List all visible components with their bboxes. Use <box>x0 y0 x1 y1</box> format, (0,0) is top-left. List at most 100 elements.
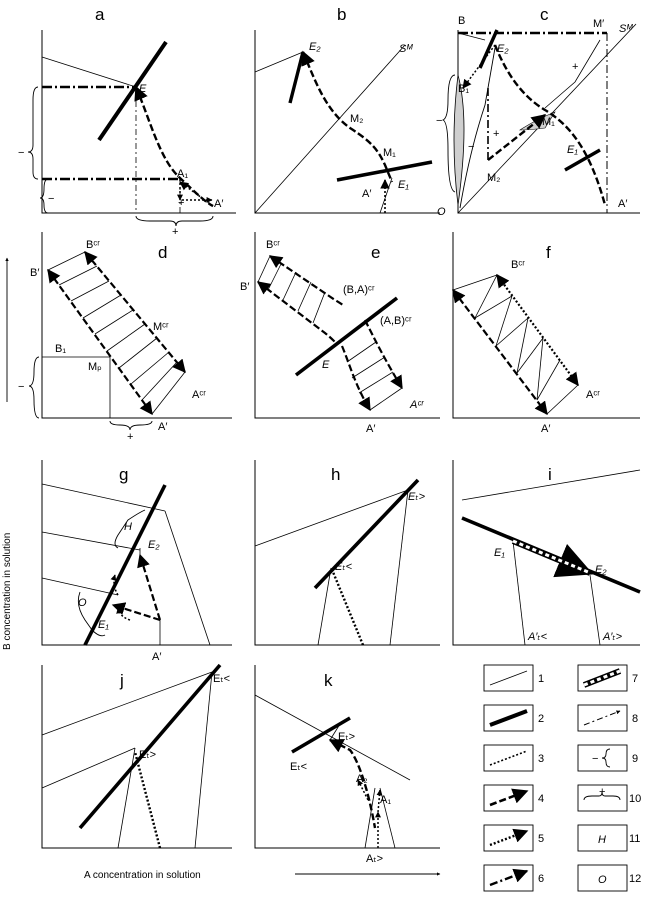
label-f-Ap: A′ <box>541 423 550 435</box>
label-k-A2: A₂ <box>356 773 368 785</box>
label-e-ABcr: (A,B)ᶜʳ <box>380 315 412 327</box>
panel-j-letter: j <box>119 671 124 690</box>
label-d-Ap: A′ <box>158 421 167 433</box>
legend-box-9 <box>577 744 628 772</box>
legend-num-12: 12 <box>629 873 641 885</box>
legend-sym-12: O <box>598 874 607 886</box>
legend-num-3: 3 <box>538 753 544 765</box>
label-e-BAcr: (B,A)ᶜʳ <box>343 284 375 296</box>
y-axis-label: B concentration in solution <box>2 533 13 650</box>
path-a <box>134 85 214 208</box>
legend-box-7 <box>577 664 628 692</box>
legend-box-2 <box>483 704 534 732</box>
label-e-Bp: B′ <box>240 281 249 293</box>
label-c-B: B <box>458 15 465 27</box>
label-c-Mp: M′ <box>593 18 604 30</box>
panel-b-letter: b <box>337 5 346 24</box>
legend-box-10 <box>577 784 628 812</box>
legend-num-7: 7 <box>632 673 638 685</box>
tie-lines-f <box>474 274 561 401</box>
label-b-M1: M₁ <box>383 147 396 159</box>
legend-num-1: 1 <box>538 673 544 685</box>
label-d-Mcr: Mᶜʳ <box>153 321 169 333</box>
label-h-ETl: Eₜ< <box>335 561 353 573</box>
legend-box-6 <box>483 864 534 892</box>
label-c-B1: B₁ <box>458 83 469 95</box>
label-d-B1: B₁ <box>55 343 66 355</box>
label-g-H: H <box>124 521 132 533</box>
axes-g <box>41 460 232 646</box>
panel-i <box>452 460 641 646</box>
panel-f <box>452 232 640 419</box>
panel-b <box>254 30 440 214</box>
axes-j <box>41 665 232 849</box>
legend-sym-11: H <box>598 834 606 846</box>
label-c-O: O <box>437 206 446 218</box>
label-d-Bcr: Bᶜʳ <box>86 239 100 251</box>
label-d-plus: + <box>127 431 133 443</box>
label-a-A1: A₁ <box>177 168 188 180</box>
sm-line-b <box>254 44 406 214</box>
legend-box-8 <box>577 704 628 732</box>
axes-b <box>254 30 440 214</box>
label-a-plus-small: + <box>178 197 184 209</box>
legend-sym-9: − <box>592 753 598 765</box>
panel-k <box>254 665 440 849</box>
label-c-E1: E₁ <box>567 144 578 156</box>
legend-box-3 <box>483 744 534 772</box>
label-k-ETg: Eₜ> <box>338 731 355 743</box>
axes-h <box>254 460 440 646</box>
label-g-E1: E₁ <box>98 619 109 631</box>
legend-num-2: 2 <box>538 713 544 725</box>
panel-i-letter: i <box>548 465 552 484</box>
label-e-Acr: Aᶜʳ <box>409 399 424 411</box>
legend-num-6: 6 <box>538 873 544 885</box>
label-k-ETl: Eₜ< <box>290 761 307 773</box>
label-a-Ap: A′ <box>214 198 223 210</box>
label-d-minus: − <box>18 381 24 393</box>
label-g-E2: E₂ <box>148 539 160 551</box>
label-c-SM: Sᴹ <box>619 23 633 35</box>
label-d-Bp: B′ <box>30 267 39 279</box>
panel-a <box>27 30 236 227</box>
label-c-minus: − <box>436 115 442 127</box>
panel-h-letter: h <box>331 465 340 484</box>
legend-sym-10: + <box>599 786 605 798</box>
label-c-M1: M₁ <box>542 116 555 128</box>
label-b-E2: E₂ <box>309 41 321 53</box>
legend-num-8: 8 <box>632 713 638 725</box>
label-i-ATg: A′ₜ> <box>602 631 623 643</box>
thick-line-a <box>97 40 168 142</box>
panel-k-letter: k <box>324 671 333 690</box>
label-f-Bcr: Bᶜʳ <box>511 259 525 271</box>
label-g-O: O <box>78 597 87 609</box>
thick-line-g <box>83 484 167 646</box>
label-d-Acr: Aᶜʳ <box>192 389 206 401</box>
label-a-minus: − <box>18 147 24 159</box>
label-b-M2: M₂ <box>350 113 363 125</box>
legend-num-10: 10 <box>629 793 641 805</box>
panel-j <box>41 663 232 849</box>
x-axis-label: A concentration in solution <box>84 870 201 881</box>
label-g-Ap: A′ <box>152 651 161 663</box>
label-k-A1: A₁ <box>380 794 391 806</box>
panel-e-letter: e <box>371 243 380 262</box>
panel-d <box>28 232 232 431</box>
label-f-Acr: Aᶜʳ <box>586 389 600 401</box>
tie-lines-d <box>58 265 178 401</box>
legend-box-11 <box>577 824 628 852</box>
panel-h <box>254 460 440 646</box>
axes-k <box>254 665 440 849</box>
legend <box>483 664 628 892</box>
panel-g-letter: g <box>119 465 128 484</box>
legend-num-9: 9 <box>632 753 638 765</box>
panel-c-letter: c <box>540 5 549 24</box>
legend-num-4: 4 <box>538 793 544 805</box>
label-i-E2: E₂ <box>595 564 607 576</box>
axes-i <box>452 460 640 646</box>
legend-num-5: 5 <box>538 833 544 845</box>
label-b-E1: E₁ <box>398 179 409 191</box>
label-e-Ap: A′ <box>366 423 375 435</box>
label-c-E2: E₂ <box>497 43 509 55</box>
label-a-plus: + <box>172 226 178 238</box>
